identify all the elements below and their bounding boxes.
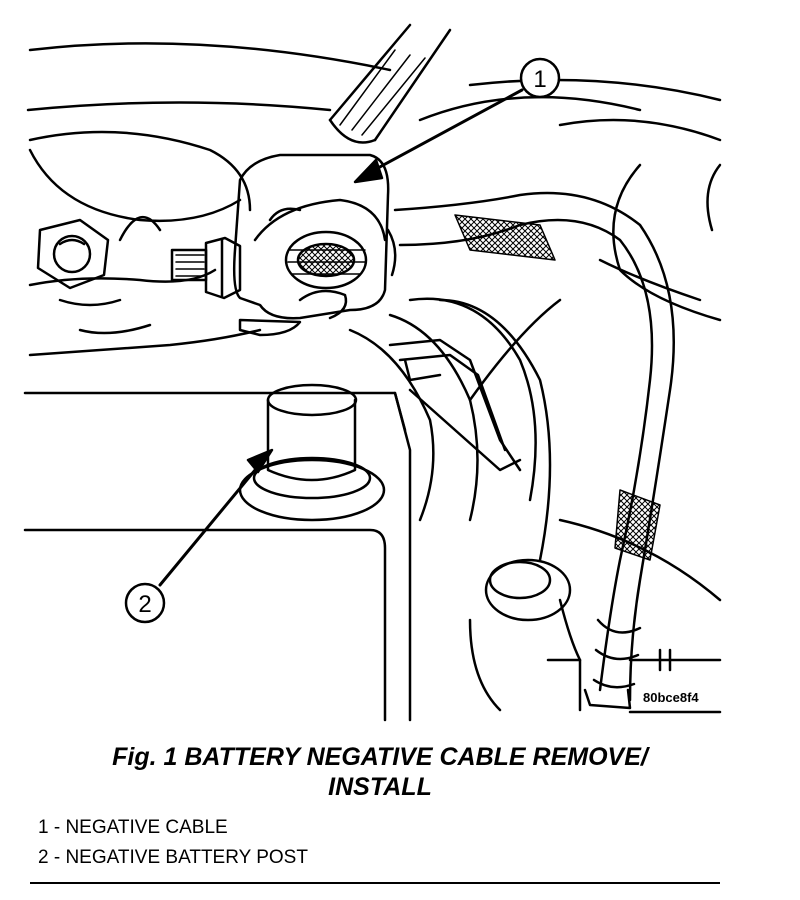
upper-cable: [328, 23, 452, 144]
nut-left: [36, 218, 110, 290]
callout-leaders: [158, 88, 524, 587]
battery-case: [23, 391, 412, 722]
callout-2: 2: [124, 582, 166, 624]
left-harness: [28, 215, 262, 357]
bottom-divider: [30, 882, 720, 884]
figure-caption-line1: Fig. 1 BATTERY NEGATIVE CABLE REMOVE/: [112, 743, 648, 771]
grommet: [468, 558, 582, 712]
battery-cable-illustration: 1 2 80bce8f4: [23, 23, 722, 722]
legend-item-negative-cable: 1 - NEGATIVE CABLE: [38, 817, 228, 838]
terminal-clamp: [232, 153, 397, 337]
image-code: 80bce8f4: [643, 690, 699, 705]
callout-1: 1: [519, 57, 561, 99]
figure-caption-line2: INSTALL: [328, 773, 432, 801]
clamp-bolt: [170, 236, 242, 300]
lower-right-structure: [558, 518, 722, 714]
lower-cable: [348, 297, 552, 562]
battery-post: [238, 383, 386, 522]
callout-2-label: 2: [138, 591, 151, 618]
cable-bracket: [388, 338, 522, 472]
callout-1-label: 1: [533, 66, 546, 93]
legend-item-negative-battery-post: 2 - NEGATIVE BATTERY POST: [38, 847, 308, 868]
